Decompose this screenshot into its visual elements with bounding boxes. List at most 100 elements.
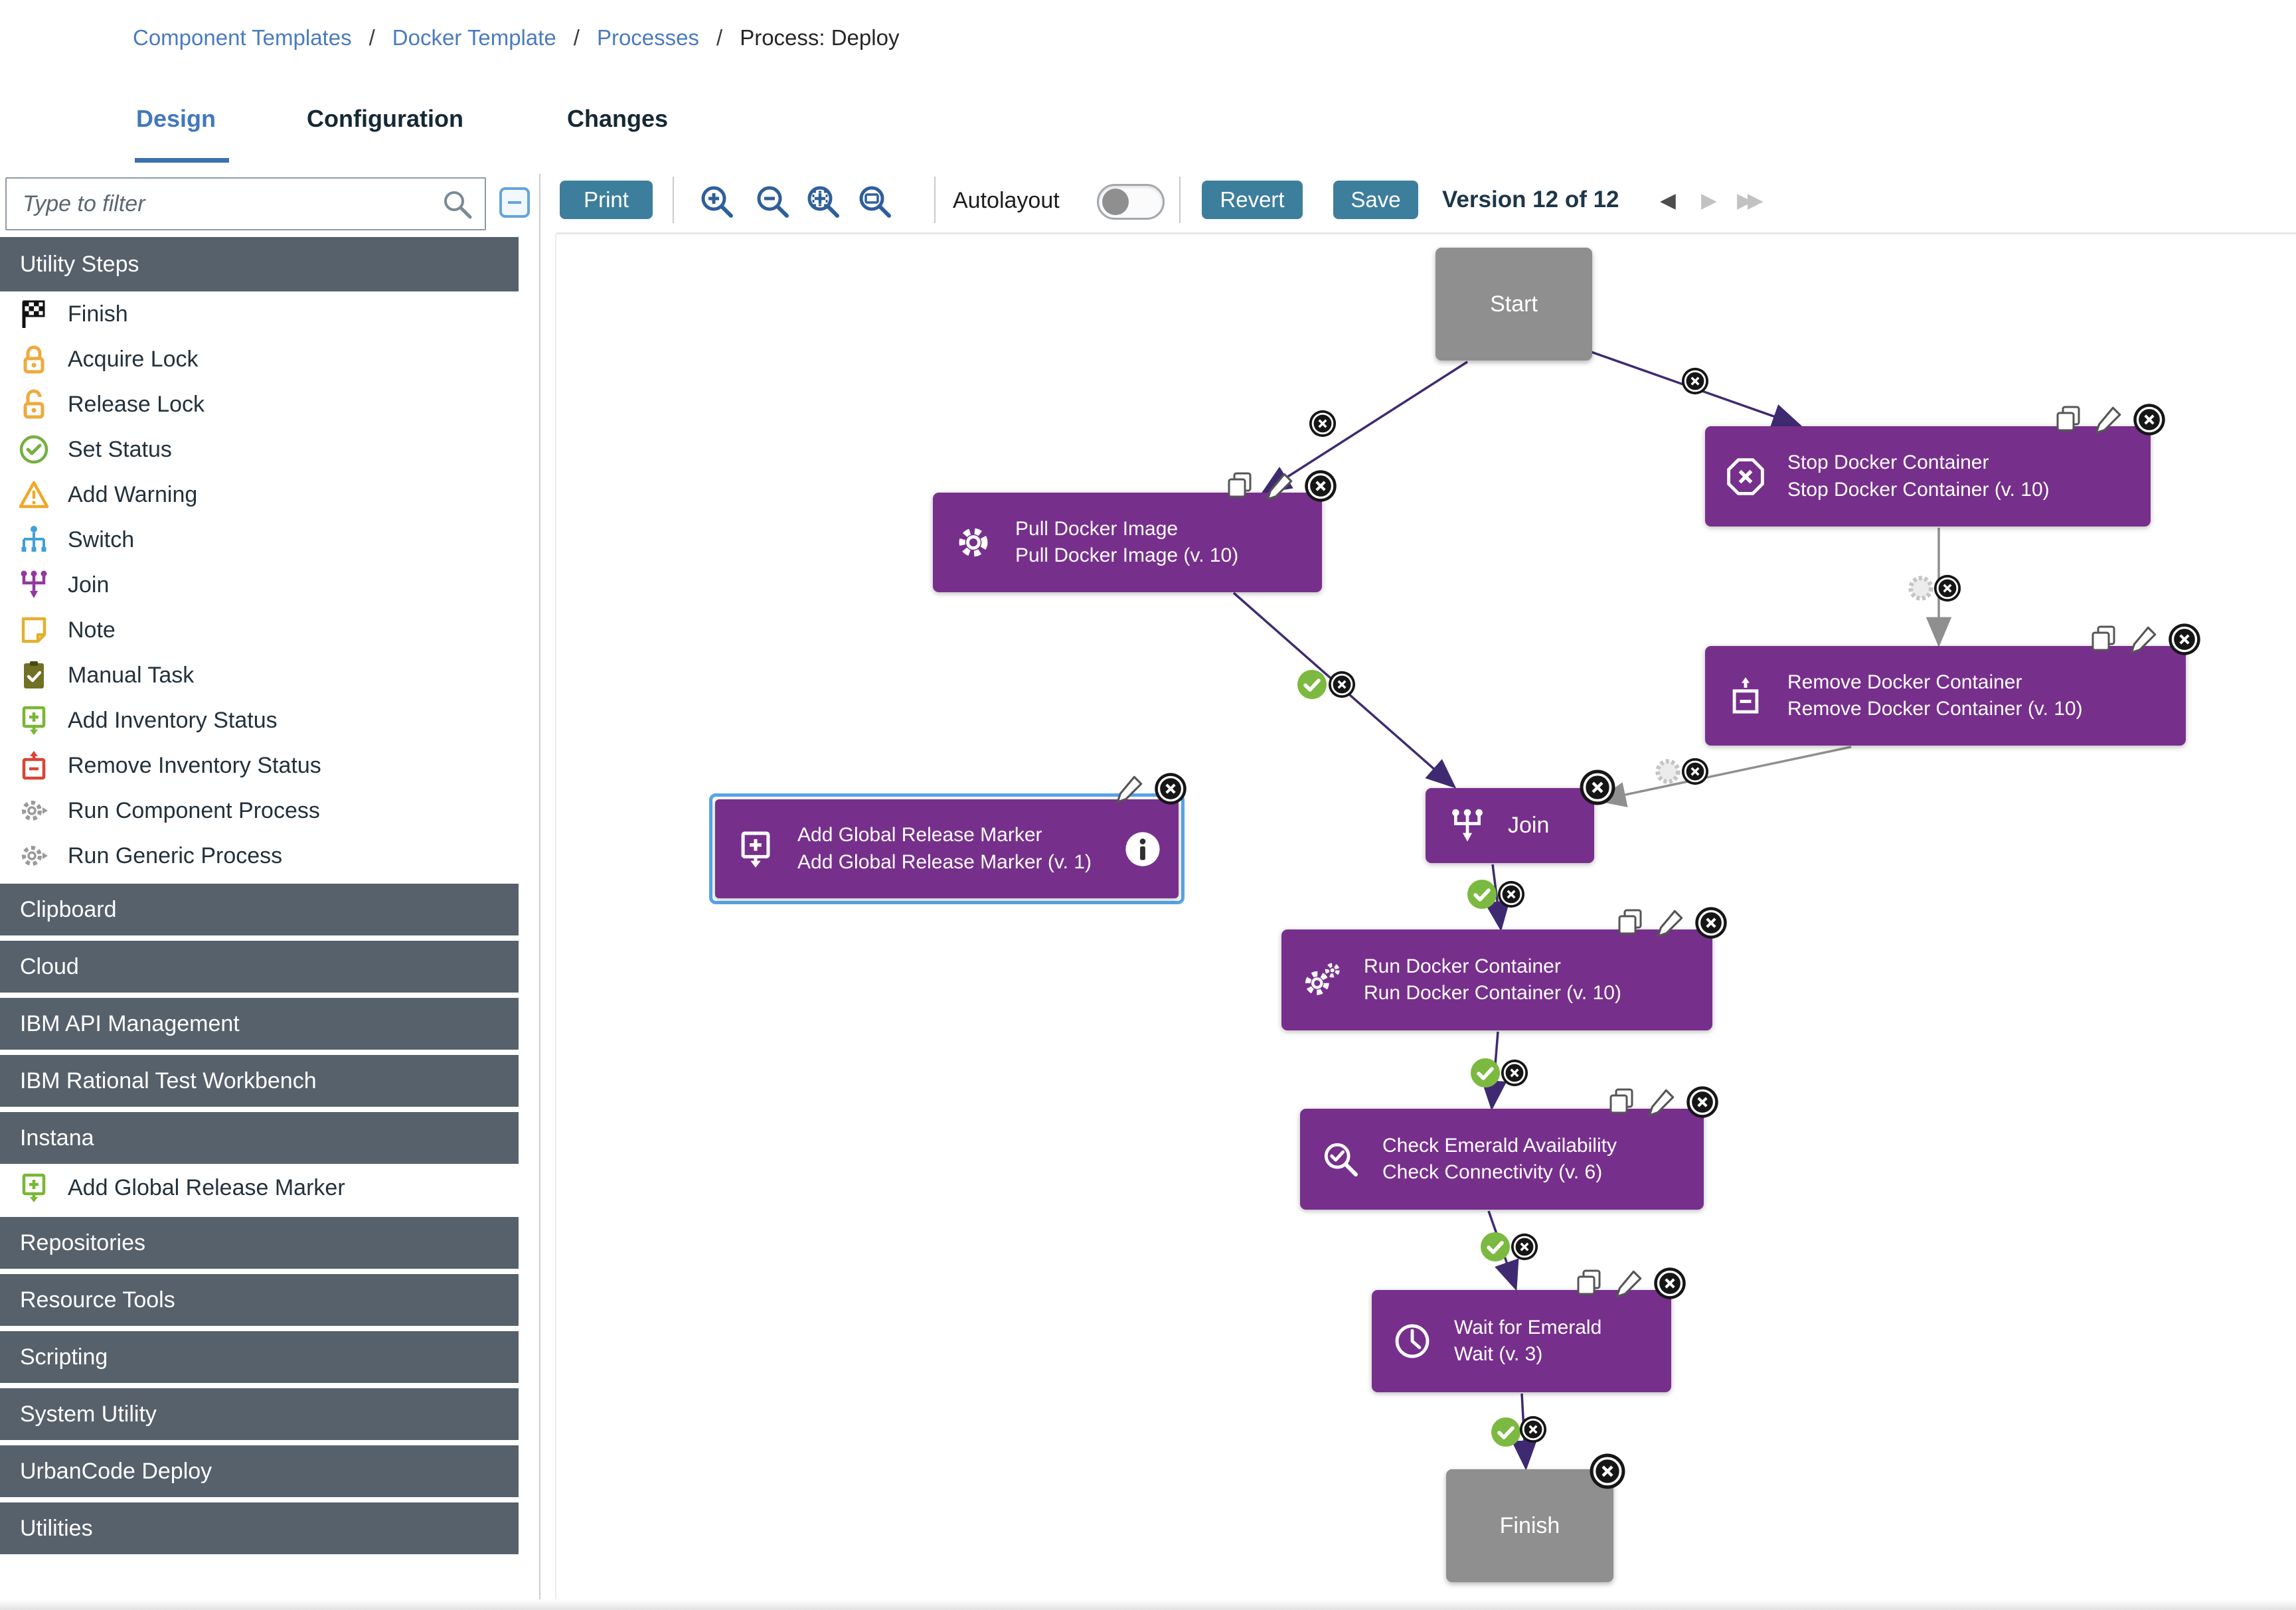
delete-icon[interactable]	[1694, 906, 1728, 940]
palette-item-label: Remove Inventory Status	[68, 752, 321, 778]
palette-section-ibm-api-management[interactable]: IBM API Management	[0, 998, 519, 1050]
delete-icon[interactable]	[1578, 768, 1617, 807]
palette-item-label: Join	[68, 572, 110, 598]
copy-icon[interactable]	[1574, 1268, 1605, 1299]
zoom-out-icon[interactable]	[754, 183, 791, 220]
delete-icon[interactable]	[1303, 469, 1338, 503]
copy-icon[interactable]	[1615, 908, 1646, 938]
zoom-actual-size-icon[interactable]	[857, 183, 894, 220]
delete-icon[interactable]	[1653, 1266, 1687, 1301]
delete-icon[interactable]	[1685, 1085, 1720, 1119]
edge-success-condition-icon[interactable]	[1467, 879, 1497, 910]
palette-item-switch[interactable]: Switch	[0, 517, 519, 562]
save-button[interactable]: Save	[1333, 181, 1418, 219]
flow-node-start[interactable]: Start	[1435, 248, 1592, 361]
edit-pencil-icon[interactable]	[2092, 404, 2124, 436]
edge-delete-icon[interactable]	[1500, 1058, 1529, 1087]
breadcrumb-link-docker-template[interactable]: Docker Template	[392, 25, 556, 50]
edge-delete-icon[interactable]	[1510, 1232, 1539, 1261]
palette-item-run-generic-process[interactable]: Run Generic Process	[0, 833, 519, 878]
tab-configuration[interactable]: Configuration	[307, 105, 463, 132]
node-tools	[1113, 771, 1188, 806]
edge-success-condition-icon[interactable]	[1297, 669, 1327, 700]
edit-pencil-icon[interactable]	[1264, 470, 1295, 502]
flow-node-pull-docker-image[interactable]: Pull Docker Image Pull Docker Image (v. …	[933, 470, 1337, 592]
zoom-fit-icon[interactable]	[805, 183, 842, 220]
edge-condition-gear-icon[interactable]	[1906, 574, 1935, 603]
edge-delete-icon[interactable]	[1681, 757, 1710, 786]
palette-section-repositories[interactable]: Repositories	[0, 1217, 519, 1269]
palette-section-utilities[interactable]: Utilities	[0, 1502, 519, 1554]
flow-node-wait-for-emerald[interactable]: Wait for Emerald Wait (v. 3)	[1372, 1267, 1686, 1392]
flow-node-run-docker-container[interactable]: Run Docker Container Run Docker Containe…	[1281, 907, 1727, 1030]
breadcrumb: Component Templates / Docker Template / …	[133, 25, 899, 50]
print-button[interactable]: Print	[560, 181, 653, 219]
palette-item-remove-inventory-status[interactable]: Remove Inventory Status	[0, 743, 519, 788]
delete-icon[interactable]	[1153, 771, 1188, 806]
edge-condition-gear-icon[interactable]	[1653, 757, 1682, 786]
edge-delete-icon[interactable]	[1681, 366, 1710, 396]
palette-item-join[interactable]: Join	[0, 562, 519, 607]
palette-section-resource-tools[interactable]: Resource Tools	[0, 1274, 519, 1326]
edit-pencil-icon[interactable]	[1613, 1267, 1645, 1299]
edit-pencil-icon[interactable]	[1113, 773, 1145, 805]
palette-item-release-lock[interactable]: Release Lock	[0, 382, 519, 427]
palette-item-finish[interactable]: Finish	[0, 291, 519, 337]
palette-item-acquire-lock[interactable]: Acquire Lock	[0, 337, 519, 382]
edge-delete-icon[interactable]	[1497, 880, 1526, 909]
edge-delete-icon[interactable]	[1933, 574, 1962, 603]
breadcrumb-link-component-templates[interactable]: Component Templates	[133, 25, 352, 50]
flow-node-join[interactable]: Join	[1426, 769, 1615, 863]
palette-section-utility-steps[interactable]: Utility Steps	[0, 237, 519, 291]
delete-icon[interactable]	[2167, 622, 2202, 657]
flow-node-remove-docker-container[interactable]: Remove Docker Container Remove Docker Co…	[1705, 623, 2200, 746]
palette-item-label: Note	[68, 617, 116, 643]
zoom-in-icon[interactable]	[698, 183, 736, 220]
edit-pencil-icon[interactable]	[1654, 907, 1686, 939]
autolayout-toggle[interactable]	[1097, 184, 1165, 220]
palette-item-add-warning[interactable]: Add Warning	[0, 472, 519, 517]
filter-input[interactable]	[5, 177, 486, 230]
palette-item-set-status[interactable]: Set Status	[0, 427, 519, 472]
copy-icon[interactable]	[2089, 624, 2119, 655]
delete-icon[interactable]	[1588, 1452, 1627, 1490]
palette-section-urbancode-deploy[interactable]: UrbanCode Deploy	[0, 1445, 519, 1497]
palette-item-manual-task[interactable]: Manual Task	[0, 653, 519, 698]
version-next-icon[interactable]: ▶	[1701, 189, 1717, 212]
tab-changes[interactable]: Changes	[567, 105, 669, 132]
palette-item-add-global-release-marker[interactable]: Add Global Release Marker	[0, 1164, 519, 1212]
palette-item-add-inventory-status[interactable]: Add Inventory Status	[0, 698, 519, 743]
revert-button[interactable]: Revert	[1202, 181, 1303, 219]
edge-delete-icon[interactable]	[1308, 409, 1337, 438]
edge-success-condition-icon[interactable]	[1470, 1058, 1501, 1088]
info-icon[interactable]	[1124, 831, 1161, 868]
flow-node-add-global-release-marker[interactable]: Add Global Release Marker Add Global Rel…	[715, 773, 1187, 898]
collapse-panel-icon[interactable]	[499, 187, 530, 218]
palette-section-clipboard[interactable]: Clipboard	[0, 884, 519, 935]
palette-section-system-utility[interactable]: System Utility	[0, 1388, 519, 1440]
edge-success-condition-icon[interactable]	[1480, 1232, 1511, 1262]
edge-delete-icon[interactable]	[1518, 1415, 1548, 1444]
remove-inventory-icon	[19, 750, 49, 781]
tab-design[interactable]: Design	[136, 105, 216, 132]
breadcrumb-link-processes[interactable]: Processes	[596, 25, 700, 50]
edge-success-condition-icon[interactable]	[1491, 1417, 1521, 1447]
palette-item-run-component-process[interactable]: Run Component Process	[0, 788, 519, 833]
edit-pencil-icon[interactable]	[2127, 623, 2159, 655]
palette-section-scripting[interactable]: Scripting	[0, 1331, 519, 1383]
delete-icon[interactable]	[2132, 402, 2167, 437]
edit-pencil-icon[interactable]	[1645, 1086, 1677, 1118]
palette-section-ibm-rational-test-workbench[interactable]: IBM Rational Test Workbench	[0, 1055, 519, 1107]
copy-icon[interactable]	[1607, 1087, 1637, 1117]
copy-icon[interactable]	[1225, 471, 1256, 501]
palette-item-note[interactable]: Note	[0, 607, 519, 653]
edge-delete-icon[interactable]	[1327, 670, 1356, 699]
flow-node-stop-docker-container[interactable]: Stop Docker Container Stop Docker Contai…	[1705, 404, 2165, 526]
flow-node-check-emerald-availability[interactable]: Check Emerald Availability Check Connect…	[1300, 1086, 1718, 1210]
palette-section-instana[interactable]: Instana	[0, 1112, 519, 1164]
palette-section-cloud[interactable]: Cloud	[0, 941, 519, 993]
note-icon	[19, 615, 49, 645]
copy-icon[interactable]	[2054, 404, 2084, 435]
flow-node-finish[interactable]: Finish	[1446, 1453, 1625, 1582]
version-prev-icon[interactable]: ◀	[1660, 189, 1676, 212]
